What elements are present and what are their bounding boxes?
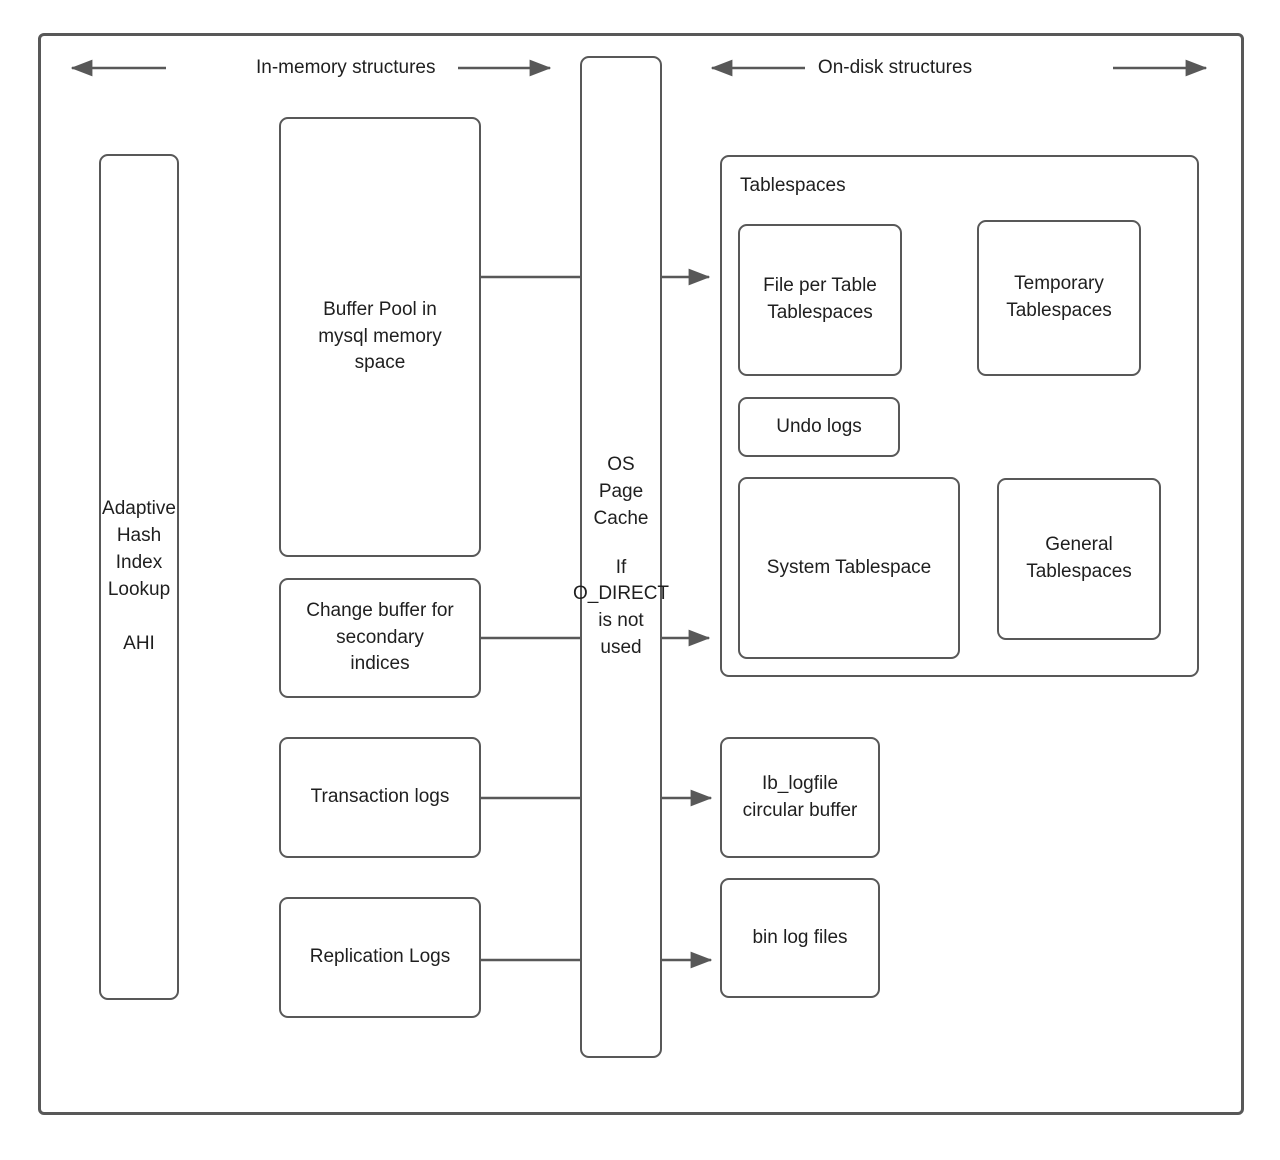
ib-logfile-label: Ib_logfile circular buffer bbox=[742, 772, 858, 821]
undo-logs-label: Undo logs bbox=[776, 415, 862, 437]
ib-logfile-box[interactable]: Ib_logfile circular buffer bbox=[720, 737, 880, 858]
replication-logs-box[interactable]: Replication Logs bbox=[279, 897, 481, 1018]
tablespaces-container-title: Tablespaces bbox=[740, 175, 846, 196]
file-per-table-tablespaces-box[interactable]: File per Table Tablespaces bbox=[738, 224, 902, 376]
adaptive-hash-index-label: Adaptive Hash Index Lookup AHI bbox=[102, 498, 176, 654]
adaptive-hash-index-box[interactable]: Adaptive Hash Index Lookup AHI bbox=[99, 154, 179, 1000]
temporary-tablespaces-label: Temporary Tablespaces bbox=[1006, 273, 1112, 321]
general-tablespaces-box[interactable]: General Tablespaces bbox=[997, 478, 1161, 640]
transaction-logs-box[interactable]: Transaction logs bbox=[279, 737, 481, 858]
system-tablespace-label: System Tablespace bbox=[766, 556, 932, 578]
change-buffer-label: Change buffer for secondary indices bbox=[306, 599, 454, 675]
band-label-in-memory: In-memory structures bbox=[256, 57, 436, 78]
bin-log-files-box[interactable]: bin log files bbox=[720, 878, 880, 998]
tablespaces-container[interactable]: Tablespaces bbox=[720, 155, 1199, 677]
undo-logs-box[interactable]: Undo logs bbox=[738, 397, 900, 457]
file-per-table-tablespaces-label: File per Table Tablespaces bbox=[763, 275, 877, 323]
diagram-outer-frame bbox=[38, 33, 1244, 1115]
bin-log-files-label: bin log files bbox=[752, 926, 848, 948]
os-page-cache-condition: If O_DIRECT is not used bbox=[572, 556, 670, 659]
general-tablespaces-label: General Tablespaces bbox=[1026, 534, 1132, 582]
os-page-cache-label: OS Page Cache If O_DIRECT is not used bbox=[573, 452, 669, 663]
buffer-pool-label: Buffer Pool in mysql memory space bbox=[318, 298, 442, 374]
os-page-cache-box[interactable]: OS Page Cache If O_DIRECT is not used bbox=[573, 56, 669, 1058]
replication-logs-label: Replication Logs bbox=[309, 946, 451, 968]
system-tablespace-box[interactable]: System Tablespace bbox=[738, 477, 960, 659]
buffer-pool-box[interactable]: Buffer Pool in mysql memory space bbox=[279, 117, 481, 557]
band-label-on-disk: On-disk structures bbox=[817, 57, 973, 78]
os-page-cache-title: OS Page Cache bbox=[593, 453, 649, 529]
temporary-tablespaces-box[interactable]: Temporary Tablespaces bbox=[977, 220, 1141, 376]
change-buffer-box[interactable]: Change buffer for secondary indices bbox=[279, 578, 481, 698]
transaction-logs-label: Transaction logs bbox=[310, 786, 450, 808]
